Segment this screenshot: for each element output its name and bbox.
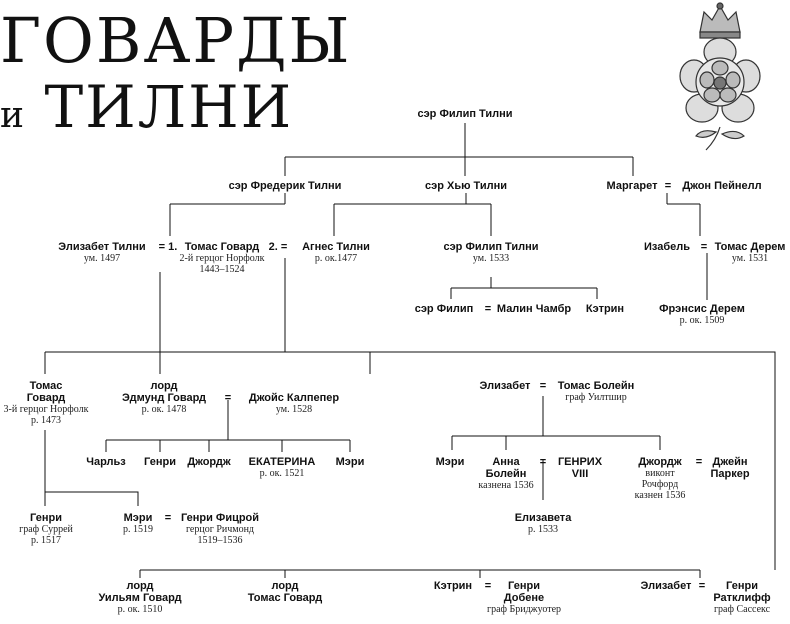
person-sir-philip: сэр Филип — [414, 303, 474, 315]
marriage-mark: = — [484, 303, 492, 315]
person-katherine-howard-bridgewater: Кэтрин — [433, 580, 473, 592]
marriage-mark: = — [484, 580, 492, 592]
person-jane-parker: Джейн Паркер — [710, 456, 750, 480]
person-hugh-tilney: сэр Хью Тилни — [425, 180, 507, 192]
person-frederick-tilney: сэр Фредерик Тилни — [228, 180, 342, 192]
marriage-mark: = — [164, 512, 172, 524]
person-mary-boleyn: Мэри — [435, 456, 465, 468]
person-george-howard: Джордж — [187, 456, 231, 468]
marriage-mark: = — [539, 456, 547, 468]
person-henry-howard: Генри — [144, 456, 176, 468]
person-thomas-howard-lord: лорд Томас Говард — [247, 580, 323, 604]
title-line-1: ГОВАРДЫ — [0, 4, 352, 77]
person-henry-viii: ГЕНРИХ VIII — [557, 456, 603, 480]
marriage-mark: 2. = — [268, 241, 288, 253]
title-line-2: и ТИЛНИ — [0, 78, 293, 136]
person-elizabeth-howard-sussex: Элизабет — [640, 580, 692, 592]
person-elizabeth-howard: Элизабет — [479, 380, 531, 392]
title-tilney: ТИЛНИ — [44, 73, 294, 141]
tudor-rose-crown-emblem — [679, 2, 761, 151]
marriage-mark: = — [700, 241, 708, 253]
person-katherine-tilney: Кэтрин — [585, 303, 625, 315]
title-and: и — [0, 95, 24, 136]
person-isabel: Изабель — [643, 241, 691, 253]
marriage-mark: = — [664, 180, 672, 192]
marriage-mark: = — [539, 380, 547, 392]
person-margaret: Маргарет — [606, 180, 658, 192]
marriage-mark: = — [698, 580, 706, 592]
marriage-mark: = 1. — [158, 241, 178, 253]
marriage-mark: = — [224, 392, 232, 404]
person-malin-chamber: Малин Чамбр — [496, 303, 572, 315]
person-mary-howard: Мэри — [335, 456, 365, 468]
person-philip-tilney-sr: сэр Филип Тилни — [417, 108, 513, 120]
person-charles: Чарльз — [86, 456, 126, 468]
person-john-paynell: Джон Пейнелл — [682, 180, 762, 192]
marriage-mark: = — [695, 456, 703, 468]
